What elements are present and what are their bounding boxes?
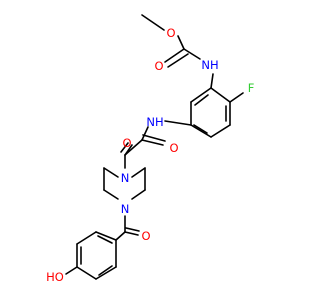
bond-nh-ring <box>210 73 214 89</box>
ring2-bond-2 <box>76 231 97 245</box>
hydroxyl-label: HO <box>46 270 64 284</box>
ring1-inner-double-2 <box>193 124 208 134</box>
bond-carbamate-c-nh <box>183 48 201 60</box>
bond-oxalyl-c-c <box>124 139 143 156</box>
bond-oxo-right-1 <box>141 139 164 146</box>
piperazine-top-nitrogen-label: N <box>121 171 130 185</box>
chemical-structure-diagram: O O NH F NH O O N N O HO <box>46 14 254 284</box>
bond-o-carbamate-c <box>177 35 185 50</box>
piperazine-bond-6 <box>131 167 146 178</box>
amide-nh-label: NH <box>146 115 163 129</box>
bond-benzoyl-o-1 <box>124 231 139 236</box>
bonds <box>65 14 244 280</box>
piperazine-bond-1 <box>103 167 119 178</box>
fluorine-label: F <box>248 81 255 95</box>
piperazine-bond-3 <box>103 189 119 200</box>
methoxy-oxygen-label: O <box>166 26 175 40</box>
ring1-bond-c4-c5 <box>190 124 212 138</box>
bond-ring-hydroxyl <box>65 266 78 275</box>
ring2-inner-double-2 <box>98 265 113 276</box>
ring1-bond-c3-c4 <box>210 124 231 138</box>
bond-ring-amide-nh <box>164 120 192 126</box>
bond-oxo-left-1 <box>124 144 133 156</box>
ring2-bond-4 <box>76 266 97 280</box>
bond-carbamate-double-o-1 <box>164 48 185 63</box>
bond-oxo-right-2 <box>142 134 166 142</box>
atom-labels: O O NH F NH O O N N O HO <box>46 26 254 284</box>
bond-carbamate-double-o-2 <box>167 53 189 68</box>
piperazine-bond-4 <box>131 189 146 200</box>
carbamate-nh-label: NH <box>201 58 218 72</box>
ring1-bond-c6-c1 <box>190 87 212 103</box>
oxalyl-right-oxygen-label: O <box>169 141 178 155</box>
oxalyl-left-oxygen-label: O <box>122 136 131 150</box>
ring2-bond-1 <box>95 231 117 241</box>
ring1-bond-c1-c2 <box>210 87 231 103</box>
bond-oxo-left-2 <box>120 142 129 153</box>
bond-nh-oxalyl <box>141 126 149 141</box>
benzoyl-oxygen-label: O <box>141 229 150 243</box>
bond-ring-fluorine <box>229 92 244 103</box>
bond-benzoyl-ring <box>115 231 126 241</box>
piperazine-bottom-nitrogen-label: N <box>121 202 130 216</box>
carbamate-carbonyl-oxygen-label: O <box>154 59 163 73</box>
ring1-inner-double-3 <box>194 94 209 106</box>
bond-benzoyl-o-2 <box>125 227 140 232</box>
ring2-inner-double-3 <box>97 235 113 244</box>
bond-methyl-o <box>141 14 165 31</box>
ring2-bond-5 <box>95 266 117 280</box>
